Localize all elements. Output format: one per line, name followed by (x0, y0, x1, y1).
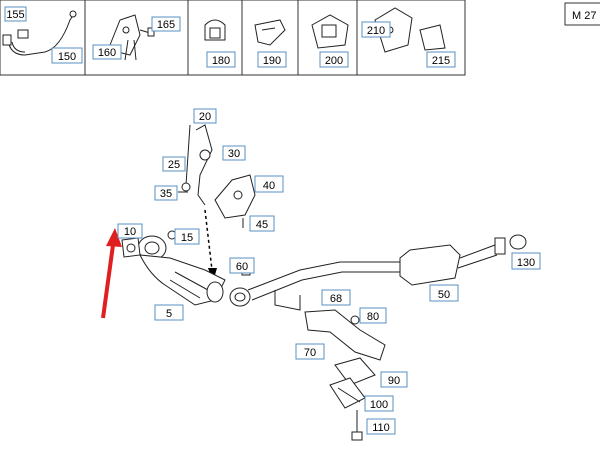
callout-label: 215 (432, 55, 450, 67)
page-code: M 27 (564, 2, 600, 26)
callout-label: 165 (157, 19, 175, 31)
callout-200[interactable]: 200 (319, 51, 349, 68)
callout-60[interactable]: 60 (229, 257, 255, 274)
callout-label: 200 (325, 55, 343, 67)
callout-40[interactable]: 40 (254, 175, 284, 193)
callout-box (51, 47, 83, 64)
callout-68[interactable]: 68 (321, 289, 351, 306)
callout-label: 45 (256, 219, 268, 231)
callout-label: 50 (438, 289, 450, 301)
callout-45[interactable]: 45 (249, 215, 275, 232)
callout-25[interactable]: 25 (162, 156, 186, 172)
callout-box (206, 51, 236, 68)
callout-box (257, 51, 287, 68)
callout-box (154, 185, 178, 201)
callout-box (162, 156, 186, 172)
callout-label: 25 (168, 159, 180, 171)
callout-20[interactable]: 20 (193, 108, 217, 124)
callout-box (380, 371, 408, 388)
hanger-drawing (254, 19, 286, 46)
callout-label: 155 (6, 9, 24, 21)
callout-box (366, 418, 396, 435)
callout-210[interactable]: 210 (361, 21, 391, 38)
callout-label: 20 (199, 111, 211, 123)
callout-90[interactable]: 90 (380, 371, 408, 388)
callout-70[interactable]: 70 (295, 343, 325, 360)
callout-165[interactable]: 165 (151, 16, 181, 32)
callout-100[interactable]: 100 (364, 395, 394, 412)
callout-15[interactable]: 15 (174, 228, 200, 245)
callout-box (254, 175, 284, 193)
callout-label: 210 (367, 25, 385, 37)
callout-box (229, 257, 255, 274)
callout-label: 40 (263, 180, 275, 192)
clip-drawing (204, 19, 226, 41)
callout-label: 80 (367, 311, 379, 323)
callout-box (361, 21, 391, 38)
callout-box (295, 343, 325, 360)
callout-180[interactable]: 180 (206, 51, 236, 68)
callout-box (151, 16, 181, 32)
support-rod-drawing (178, 124, 213, 206)
callout-label: 35 (160, 188, 172, 200)
callout-5[interactable]: 5 (154, 304, 184, 321)
callout-215[interactable]: 215 (426, 51, 456, 68)
gasket-drawing (121, 230, 177, 258)
callout-190[interactable]: 190 (257, 51, 287, 68)
callout-label: 60 (236, 261, 248, 273)
mount-bracket-drawing (374, 7, 446, 53)
callout-label: 68 (330, 293, 342, 305)
callout-label: 15 (181, 232, 193, 244)
callout-box (117, 223, 143, 239)
mount-40-drawing (214, 174, 256, 228)
callout-label: 30 (228, 148, 240, 160)
callout-80[interactable]: 80 (359, 307, 387, 324)
callout-50[interactable]: 50 (429, 284, 459, 302)
callout-box (222, 145, 246, 161)
bracket-70-drawing (304, 309, 386, 361)
callout-label: 100 (370, 399, 388, 411)
svg-text:M 27: M 27 (572, 10, 596, 22)
callout-box (359, 307, 387, 324)
callout-box (429, 284, 459, 302)
callout-130[interactable]: 130 (511, 252, 541, 270)
callout-label: 70 (304, 347, 316, 359)
highlight-arrow (101, 228, 122, 319)
reference-strip (0, 0, 466, 76)
callout-label: 180 (212, 55, 230, 67)
callout-box (154, 304, 184, 321)
callout-box (511, 252, 541, 270)
callout-160[interactable]: 160 (92, 44, 122, 60)
callout-label: 190 (263, 55, 281, 67)
callout-30[interactable]: 30 (222, 145, 246, 161)
catalytic-converter-drawing (137, 235, 226, 306)
callout-label: 5 (166, 308, 172, 320)
callout-box (92, 44, 122, 60)
callout-110[interactable]: 110 (366, 418, 396, 435)
callout-10[interactable]: 10 (117, 223, 143, 239)
heat-shield-drawing (311, 14, 349, 49)
callout-label: 10 (124, 226, 136, 238)
callout-label: 150 (58, 51, 76, 63)
exhaust-pipe-drawing (247, 234, 527, 311)
callout-label: 160 (98, 47, 116, 59)
callout-label: 90 (388, 375, 400, 387)
callout-box (4, 6, 27, 22)
callout-box (249, 215, 275, 232)
callout-box (364, 395, 394, 412)
bolt-drawing (351, 410, 363, 441)
callout-155[interactable]: 155 (4, 6, 27, 22)
callout-box (174, 228, 200, 245)
callout-150[interactable]: 150 (51, 47, 83, 64)
callout-35[interactable]: 35 (154, 185, 178, 201)
oxygen-sensor-drawing (2, 10, 77, 56)
callout-label: 110 (372, 422, 390, 434)
callout-box (193, 108, 217, 124)
callout-box (321, 289, 351, 306)
callout-box (426, 51, 456, 68)
callout-box (319, 51, 349, 68)
callout-label: 130 (517, 257, 535, 269)
